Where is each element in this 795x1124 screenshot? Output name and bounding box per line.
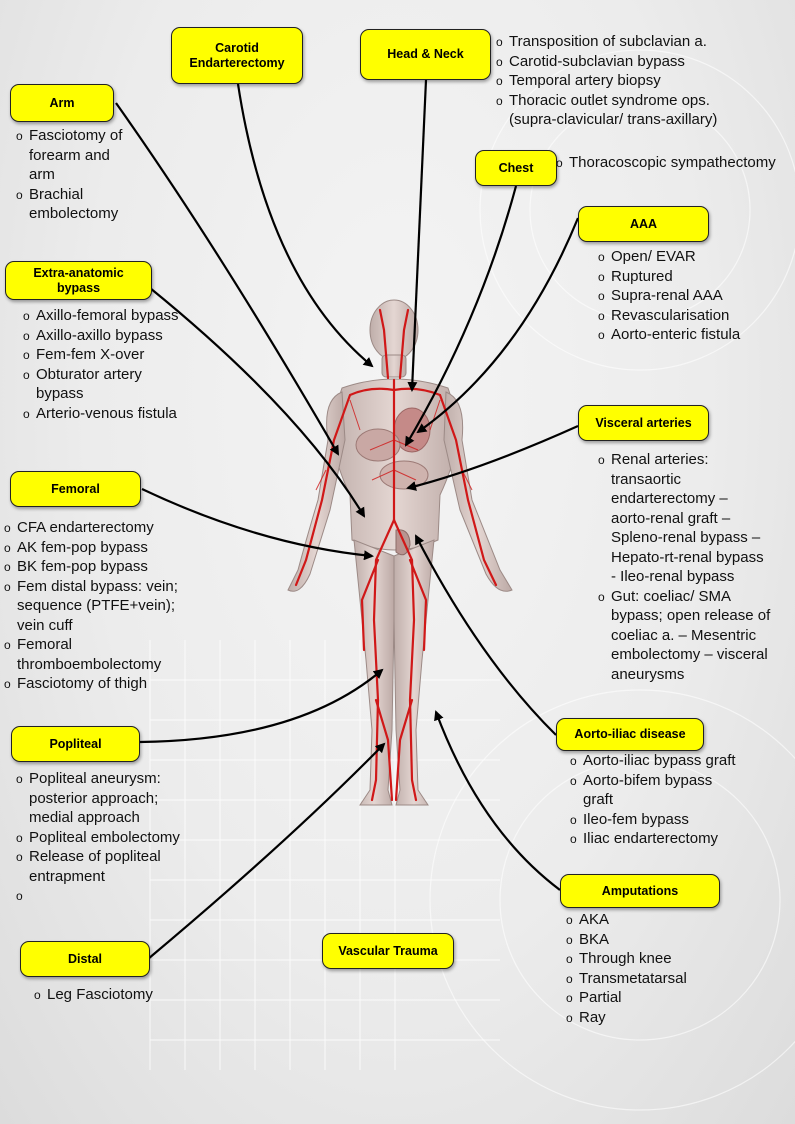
- list-item: BKA: [566, 930, 726, 949]
- carotid-endarterectomy-box: Carotid Endarterectomy: [171, 27, 303, 84]
- aorto-iliac-disease-box: Aorto-iliac disease: [556, 718, 704, 751]
- chest-box: Chest: [475, 150, 557, 186]
- vascular-trauma-box: Vascular Trauma: [322, 933, 454, 969]
- visceral-arteries-box: Visceral arteries: [578, 405, 709, 441]
- list-item: Iliac endarterectomy: [570, 829, 770, 849]
- visceral-procedures: Renal arteries: transaortic endarterecto…: [598, 450, 788, 684]
- list-item: Aorto-enteric fistula: [598, 325, 778, 345]
- list-item: Aorto-iliac bypass graft: [570, 751, 770, 771]
- list-item: Aorto-bifem bypass graft: [570, 771, 770, 810]
- list-item: Leg Fasciotomy: [34, 985, 194, 1005]
- list-item: Transmetatarsal: [566, 969, 726, 988]
- distal-box: Distal: [20, 941, 150, 977]
- list-item: Arterio-venous fistula: [23, 404, 208, 423]
- femoral-procedures: CFA endarterectomy AK fem-pop bypass BK …: [4, 518, 204, 694]
- list-item: [16, 886, 206, 906]
- amputations-box: Amputations: [560, 874, 720, 908]
- list-item: AK fem-pop bypass: [4, 538, 204, 557]
- list-item: Fasciotomy of thigh: [4, 674, 204, 694]
- aaa-box: AAA: [578, 206, 709, 242]
- list-item: Brachial embolectomy: [16, 185, 156, 224]
- list-item: Temporal artery biopsy: [496, 71, 776, 91]
- list-item: Obturator artery bypass: [23, 365, 208, 404]
- extra-anatomic-bypass-box: Extra-anatomic bypass: [5, 261, 152, 300]
- list-item: Open/ EVAR: [598, 247, 778, 267]
- head-neck-box: Head & Neck: [360, 29, 491, 80]
- arm-box: Arm: [10, 84, 114, 122]
- list-item: Fem distal bypass: vein; sequence (PTFE+…: [4, 577, 204, 636]
- amputations-procedures: AKA BKA Through knee Transmetatarsal Par…: [566, 910, 726, 1028]
- list-item: Renal arteries: transaortic endarterecto…: [598, 450, 788, 587]
- list-item: Popliteal aneurysm: posterior approach; …: [16, 769, 206, 828]
- list-item: BK fem-pop bypass: [4, 557, 204, 577]
- list-item: Ileo-fem bypass: [570, 810, 770, 829]
- femoral-box: Femoral: [10, 471, 141, 507]
- list-item: Ruptured: [598, 267, 778, 286]
- list-item: Fasciotomy of forearm and arm: [16, 126, 156, 185]
- list-item: Ray: [566, 1008, 726, 1027]
- list-item: Thoracoscopic sympathectomy: [556, 153, 792, 173]
- list-item: Thoracic outlet syndrome ops. (supra-cla…: [496, 91, 776, 130]
- list-item: Through knee: [566, 949, 726, 969]
- list-item: CFA endarterectomy: [4, 518, 204, 538]
- distal-procedures: Leg Fasciotomy: [34, 985, 194, 1005]
- aaa-procedures: Open/ EVAR Ruptured Supra-renal AAA Reva…: [598, 247, 778, 345]
- list-item: Revascularisation: [598, 306, 778, 325]
- list-item: Transposition of subclavian a.: [496, 32, 776, 52]
- head-neck-procedures: Transposition of subclavian a. Carotid-s…: [496, 32, 776, 130]
- arm-procedures: Fasciotomy of forearm and arm Brachial e…: [16, 126, 156, 224]
- popliteal-procedures: Popliteal aneurysm: posterior approach; …: [16, 769, 206, 906]
- list-item: Gut: coeliac/ SMA bypass; open release o…: [598, 587, 788, 685]
- list-item: AKA: [566, 910, 726, 930]
- list-item: Carotid-subclavian bypass: [496, 52, 776, 71]
- list-item: Popliteal embolectomy: [16, 828, 206, 847]
- list-item: Axillo-femoral bypass: [23, 306, 208, 326]
- extra-anatomic-procedures: Axillo-femoral bypass Axillo-axillo bypa…: [23, 306, 208, 424]
- list-item: Femoral thromboembolectomy: [4, 635, 204, 674]
- popliteal-box: Popliteal: [11, 726, 140, 762]
- list-item: Release of popliteal entrapment: [16, 847, 206, 886]
- aorto-iliac-procedures: Aorto-iliac bypass graft Aorto-bifem byp…: [570, 751, 770, 849]
- chest-procedures: Thoracoscopic sympathectomy: [556, 153, 792, 173]
- list-item: Partial: [566, 988, 726, 1008]
- list-item: Fem-fem X-over: [23, 345, 208, 365]
- list-item: Axillo-axillo bypass: [23, 326, 208, 345]
- list-item: Supra-renal AAA: [598, 286, 778, 306]
